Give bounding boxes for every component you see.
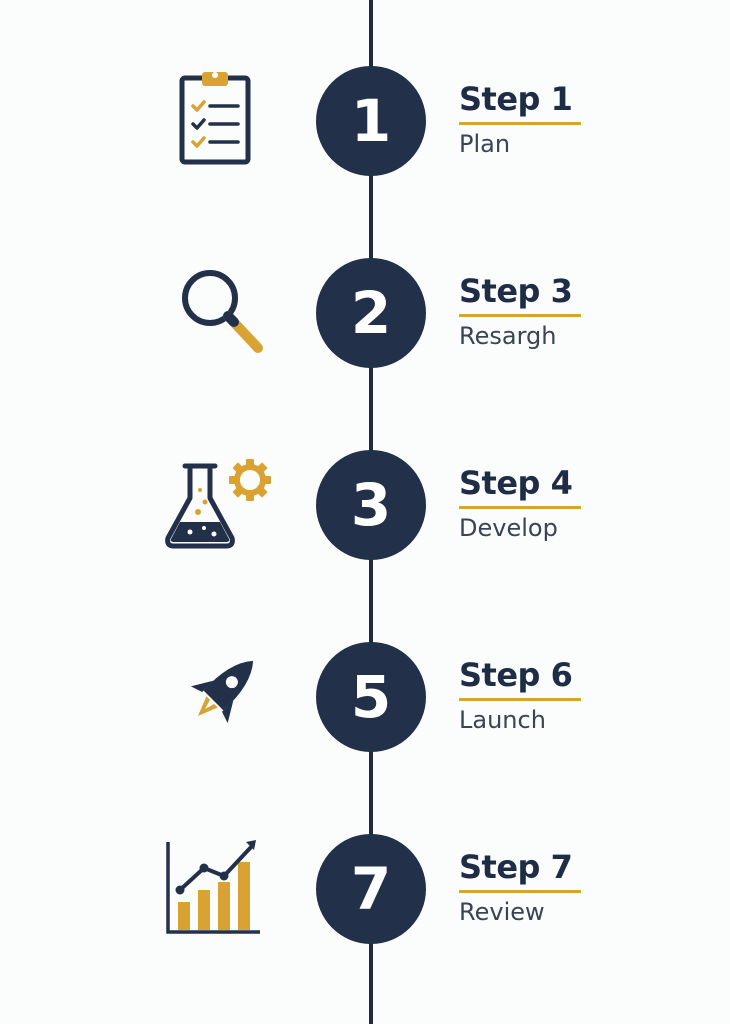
magnifying-glass-icon [160,258,280,368]
timeline-step: 1 Step 1 Plan [0,66,730,186]
step-number-badge: 7 [316,834,426,944]
rocket-icon [160,642,280,752]
step-title: Step 7 [459,848,581,893]
step-subtitle: Plan [459,130,511,158]
step-title: Step 6 [459,656,581,701]
timeline-step: 2 Step 3 Resargh [0,258,730,378]
step-subtitle: Review [459,898,545,926]
step-number-badge: 1 [316,66,426,176]
step-label: Step 1 Plan [459,80,599,159]
step-title: Step 4 [459,464,581,509]
timeline-step: 3 Step 4 Develop [0,450,730,570]
step-label: Step 4 Develop [459,464,599,543]
flask-gear-icon [160,450,280,560]
growth-chart-icon [160,834,280,944]
step-label: Step 6 Launch [459,656,599,735]
step-title: Step 1 [459,80,581,125]
step-subtitle: Launch [459,706,546,734]
step-subtitle: Resargh [459,322,557,350]
step-number-badge: 5 [316,642,426,752]
clipboard-checklist-icon [160,66,280,176]
step-number-badge: 2 [316,258,426,368]
timeline-step: 5 Step 6 Launch [0,642,730,762]
step-subtitle: Develop [459,514,558,542]
timeline-step: 7 Step 7 Review [0,834,730,954]
step-title: Step 3 [459,272,581,317]
step-label: Step 3 Resargh [459,272,599,351]
step-label: Step 7 Review [459,848,599,927]
step-number-badge: 3 [316,450,426,560]
